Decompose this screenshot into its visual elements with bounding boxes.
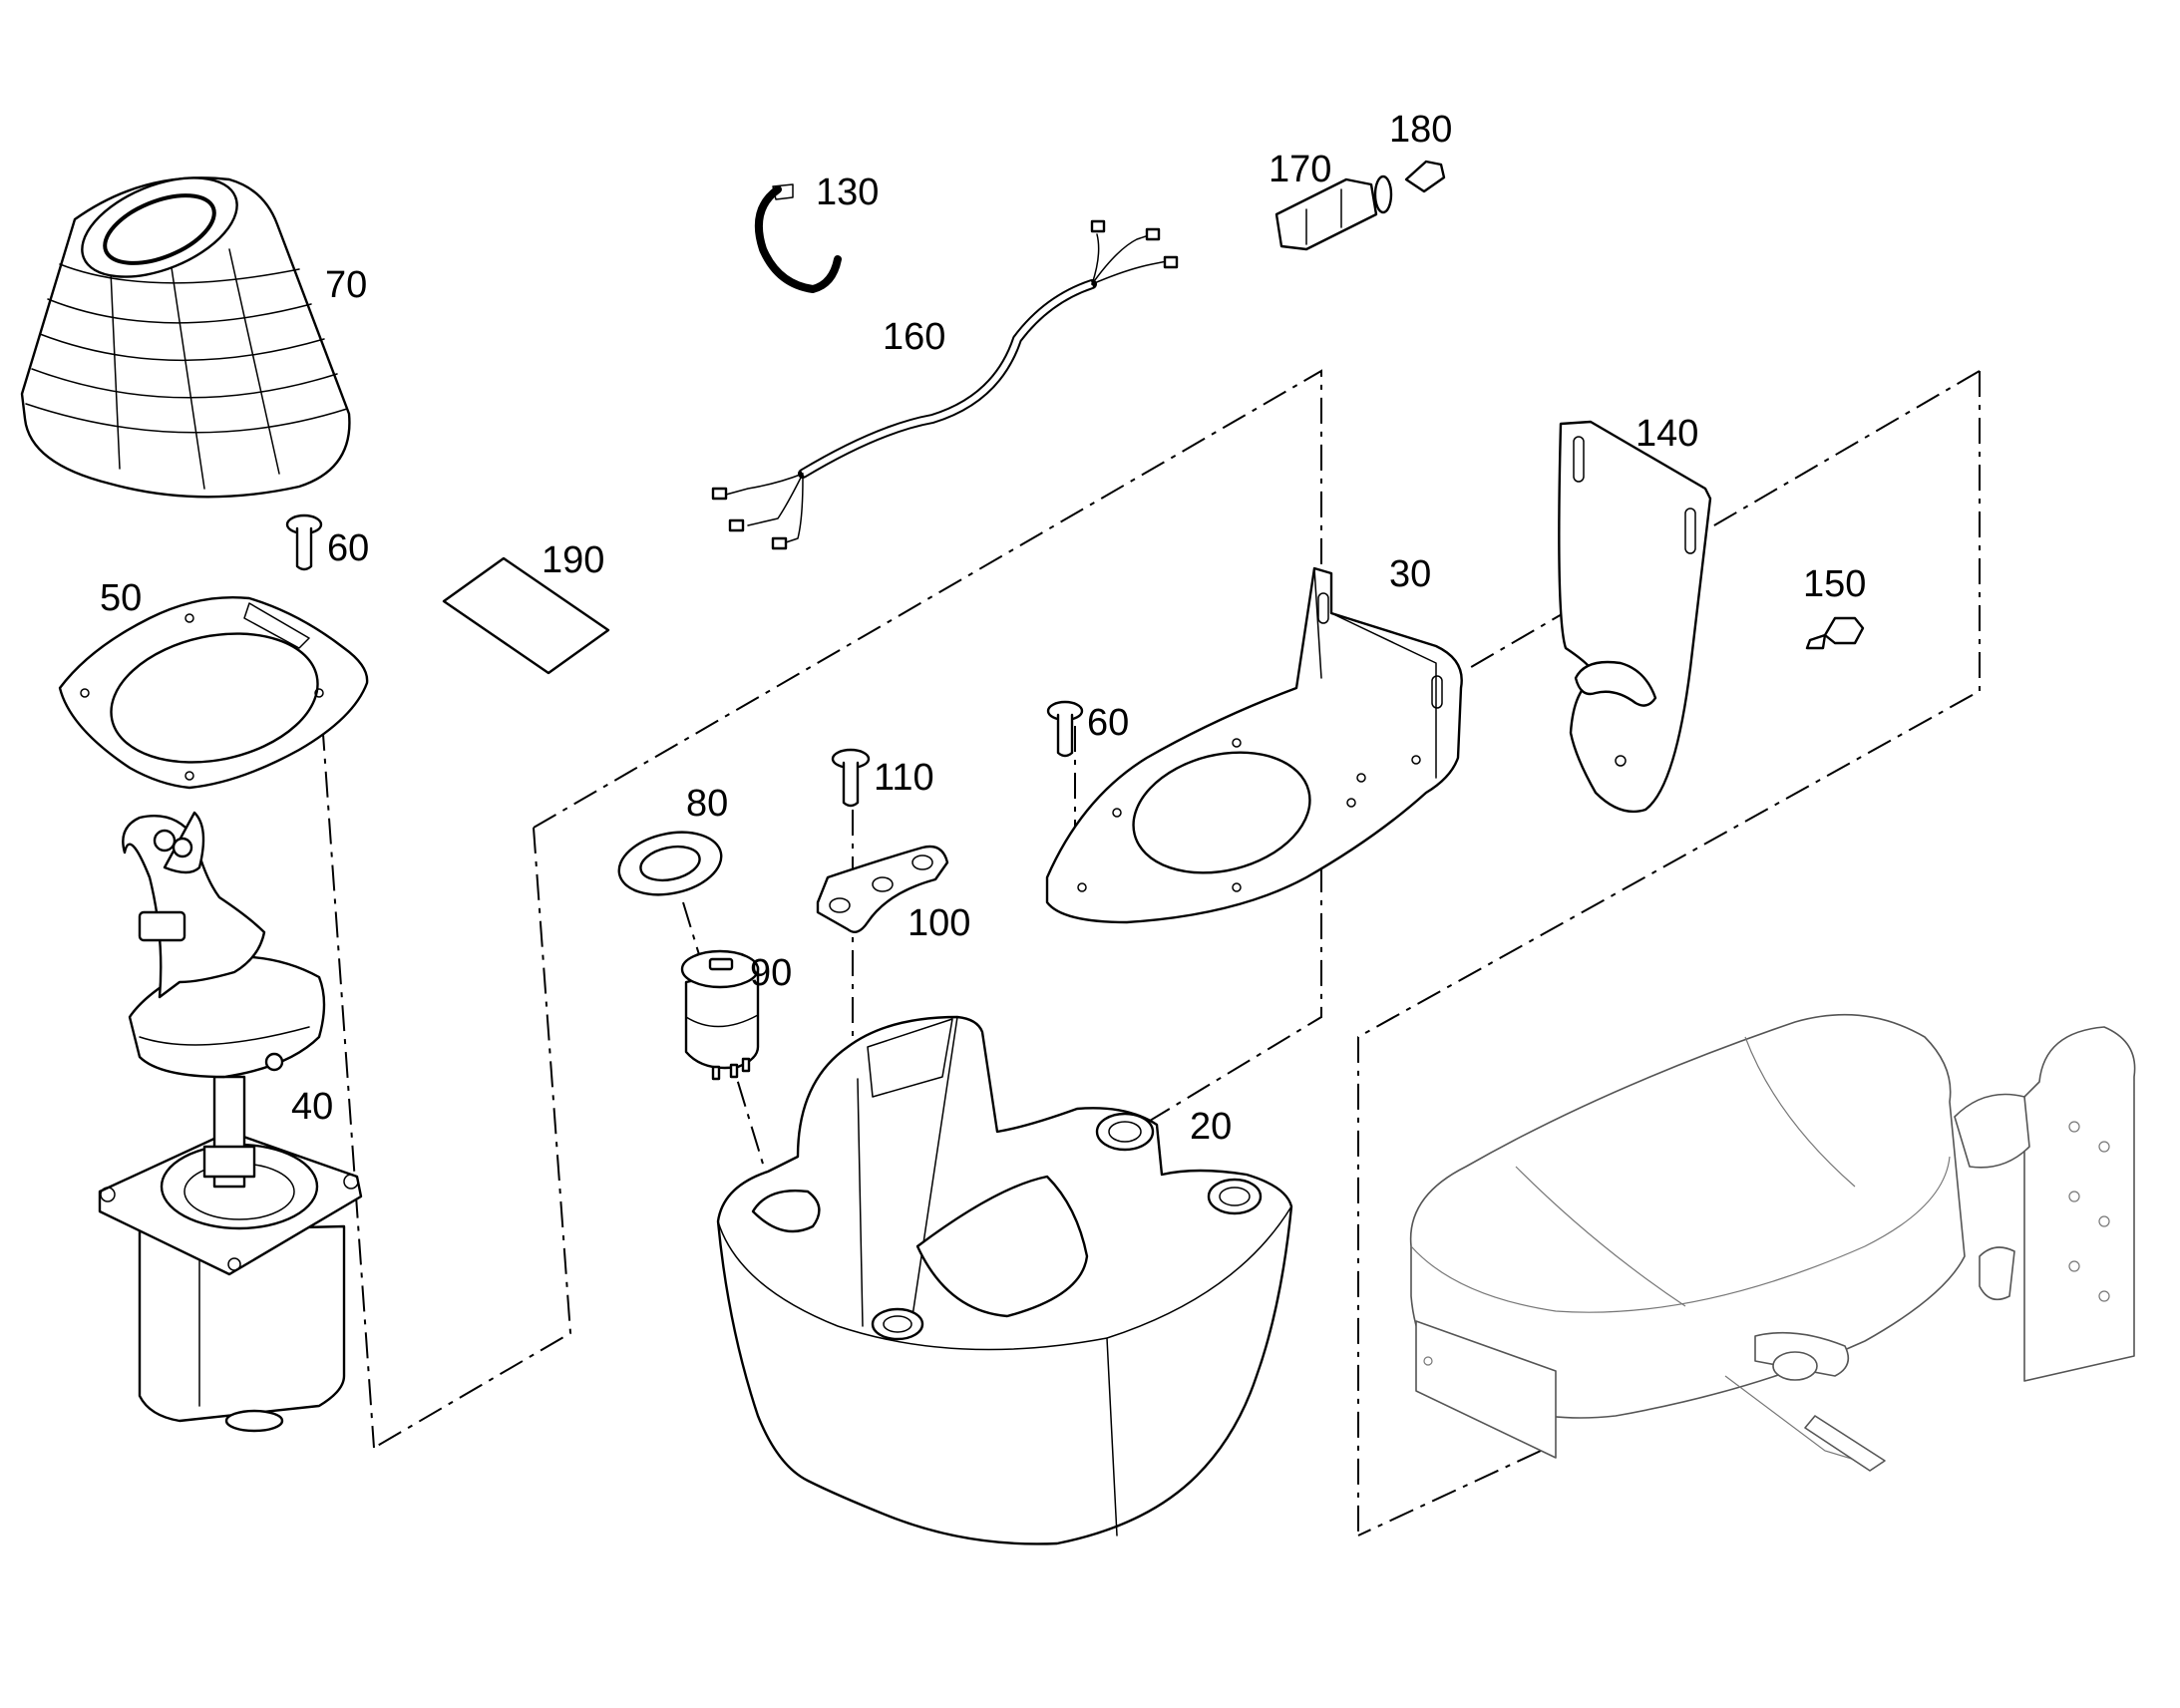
label-50: 50 <box>100 577 142 619</box>
part-130-cable-tie <box>754 183 842 293</box>
part-110-screw <box>831 748 871 808</box>
label-190: 190 <box>542 539 604 581</box>
label-140: 140 <box>1635 413 1698 455</box>
label-170: 170 <box>1269 149 1331 190</box>
part-180-wedge-lock <box>1404 160 1446 193</box>
label-110: 110 <box>874 757 934 799</box>
part-150-bolt <box>1805 616 1865 650</box>
label-60-left: 60 <box>327 527 369 569</box>
label-150: 150 <box>1803 563 1866 605</box>
label-20: 20 <box>1190 1106 1232 1148</box>
part-number-labels: 20 30 40 50 60 60 70 80 90 100 110 130 1… <box>100 109 1866 1148</box>
label-100: 100 <box>908 902 970 944</box>
label-40: 40 <box>291 1086 333 1128</box>
label-30: 30 <box>1389 553 1431 595</box>
part-60-screw-left <box>285 513 323 571</box>
part-20-console-housing <box>716 1015 1293 1545</box>
part-100-clamp-plate <box>816 845 949 933</box>
label-130: 130 <box>816 171 879 213</box>
label-70: 70 <box>325 264 367 306</box>
part-40-joystick <box>98 811 363 1433</box>
part-170-connector <box>1274 174 1393 251</box>
part-70-rubber-boot <box>20 176 351 499</box>
part-80-washer <box>617 831 723 896</box>
label-60-right: 60 <box>1087 702 1129 744</box>
part-60-screw-right <box>1046 700 1084 758</box>
part-50-gasket-plate <box>58 595 369 790</box>
label-90: 90 <box>750 952 792 994</box>
label-160: 160 <box>883 316 945 358</box>
label-180: 180 <box>1389 109 1452 151</box>
part-190-label <box>442 556 610 675</box>
seat-assembly <box>1409 1013 2136 1472</box>
label-80: 80 <box>686 783 728 825</box>
part-140-bracket-plate <box>1558 420 1712 814</box>
part-90-key-switch <box>680 949 760 1081</box>
part-160-wiring-harness <box>711 219 1179 550</box>
part-30-mounting-bracket <box>1045 566 1463 924</box>
